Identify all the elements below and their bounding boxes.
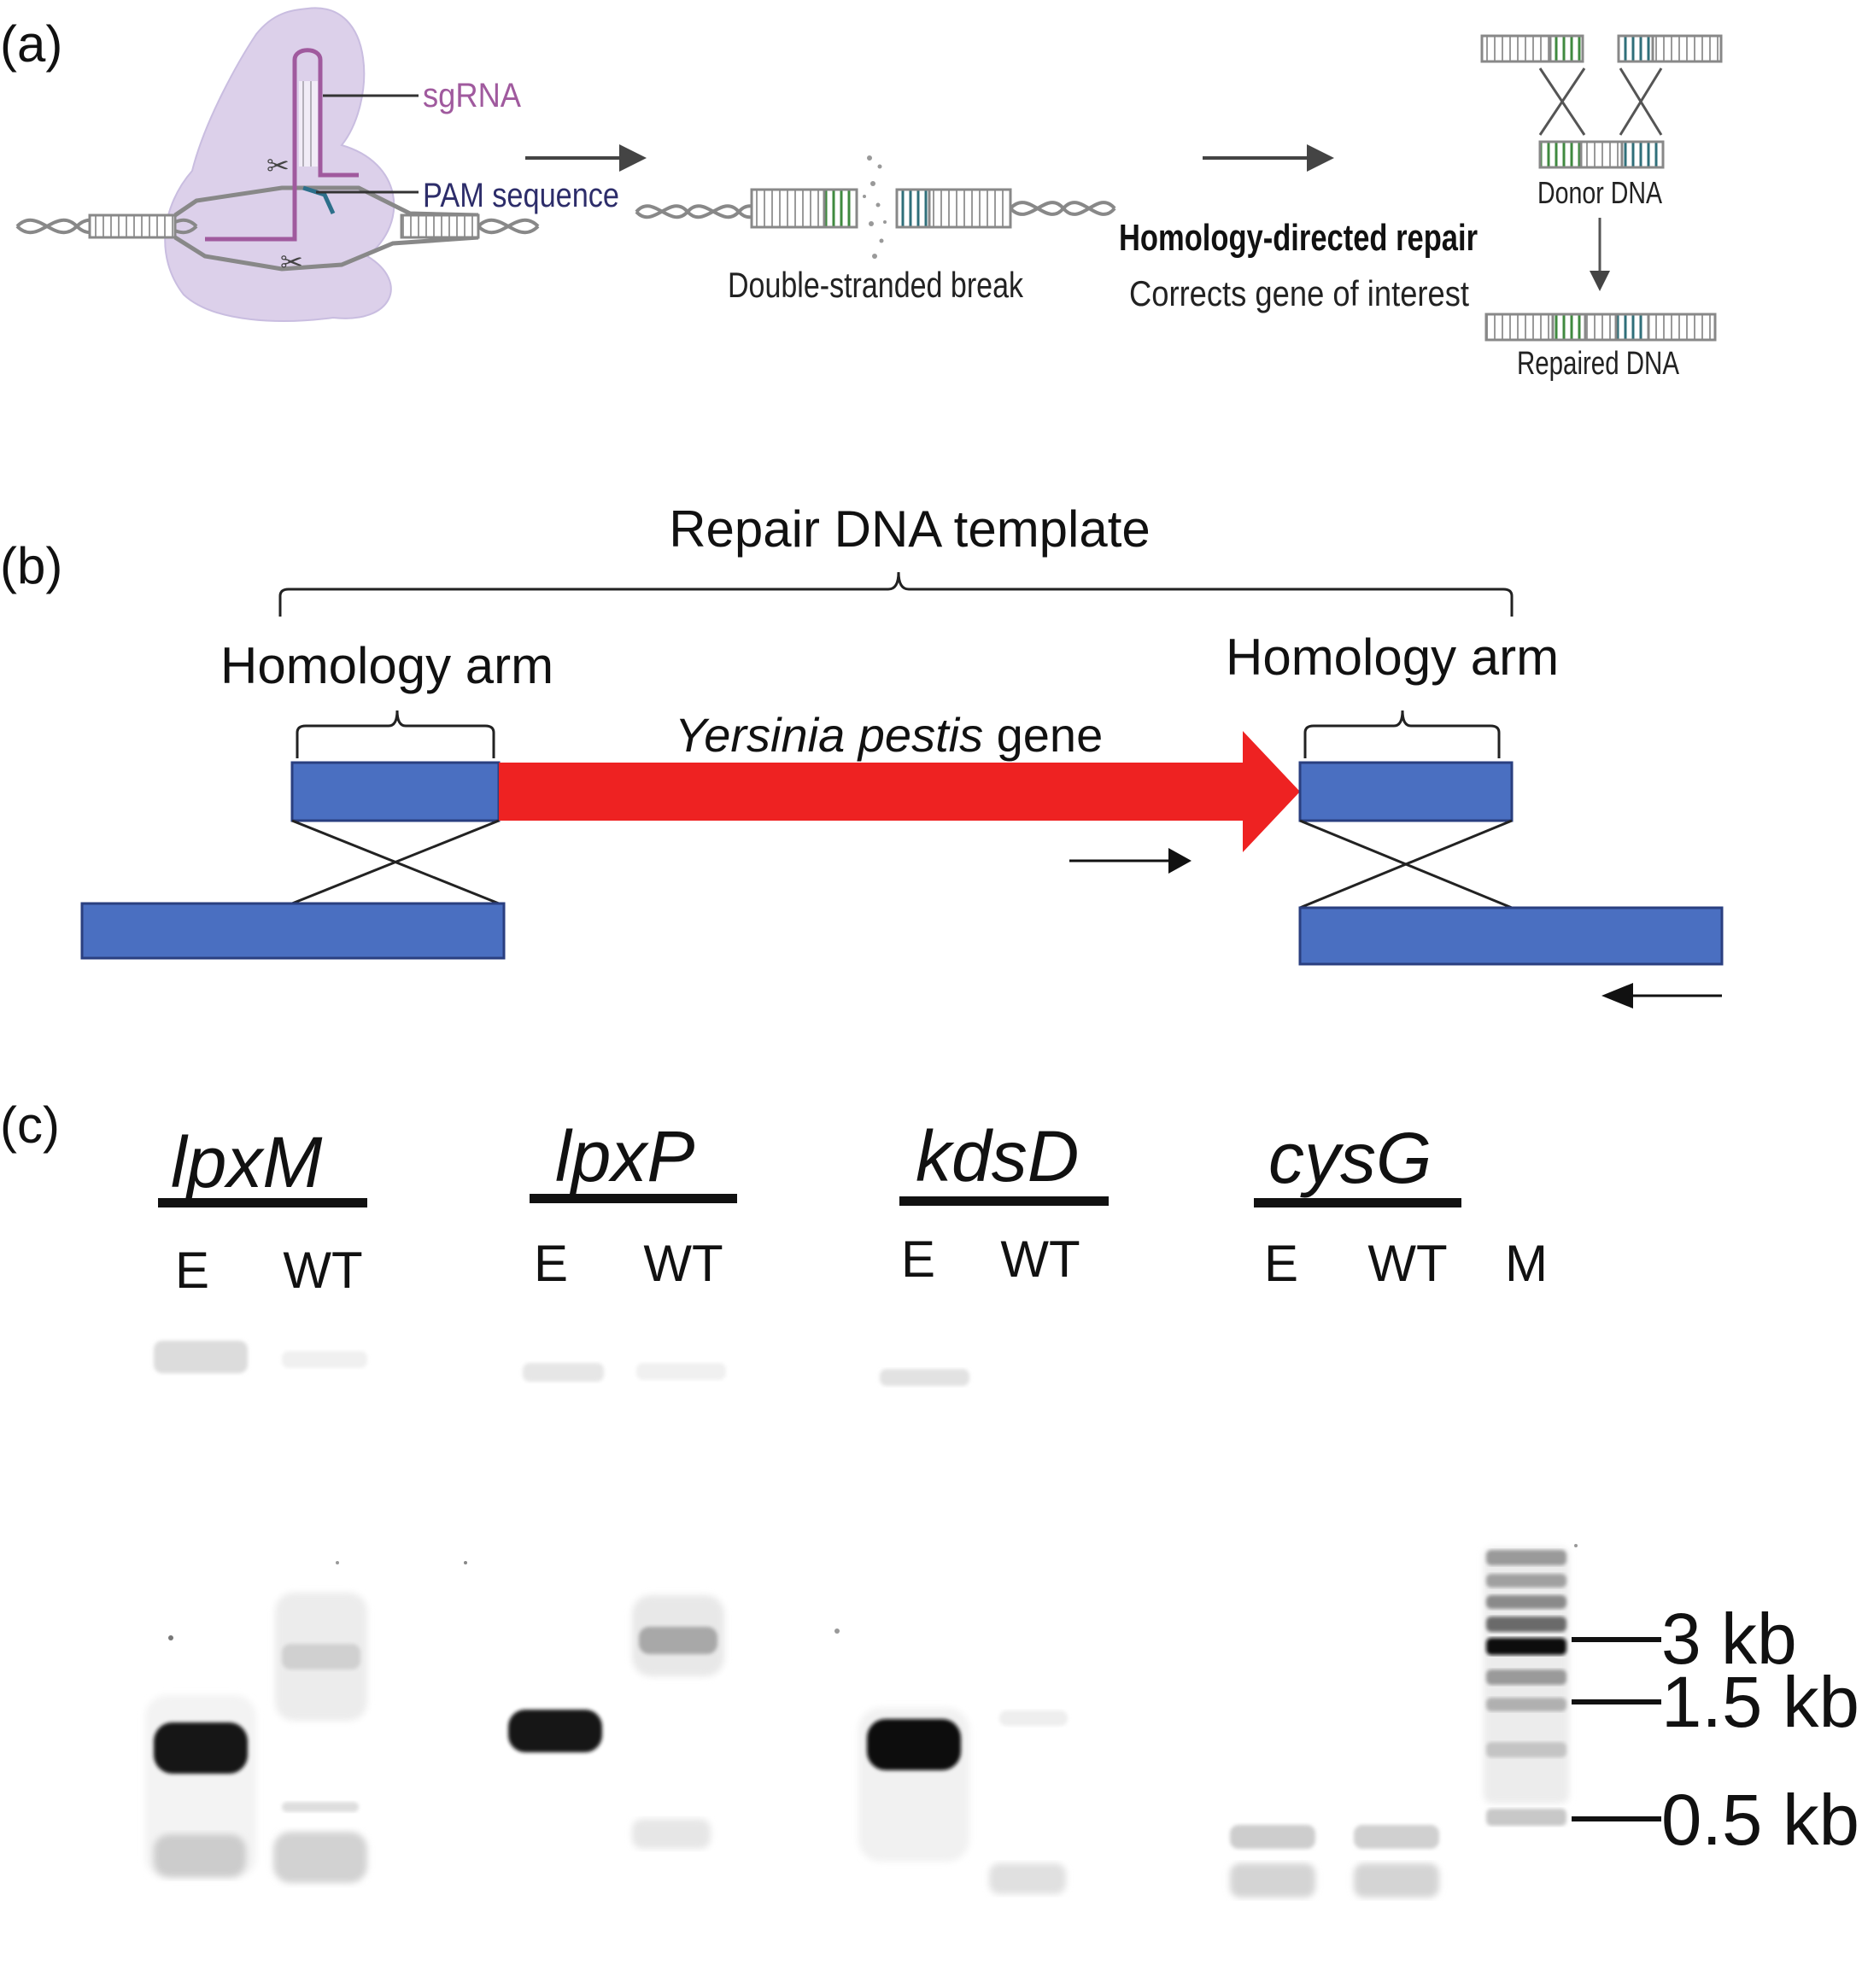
scissors-icon-top: ✂ [266,150,290,181]
dna-ladder-right [400,213,480,239]
gene-species: Yersinia pestis [675,708,983,762]
gene-name-cysG: cysG [1268,1118,1432,1198]
chromosome-left-block [80,902,506,960]
gene-name-kdsD: kdsD [916,1116,1079,1196]
pam-label: PAM sequence [423,177,619,214]
lane-label-7: E [1264,1235,1298,1292]
repair-template-brace [278,571,1514,617]
lane-label-4: WT [643,1235,723,1292]
chromosome-right-block [1298,906,1724,966]
crossover-right-line-2 [1299,819,1513,909]
cas9-protein-shape [164,7,395,322]
panel-c-label: (c) [0,1096,60,1154]
sgrna-stem [299,81,318,167]
donor-dna-label: Donor DNA [1537,175,1662,210]
panel-b-label: (b) [0,537,62,594]
dsb-dna [635,155,1116,259]
gene-underline-cysG [1254,1198,1461,1207]
homology-arm-right-label: Homology arm [1226,629,1559,686]
agarose-gel-image [145,1341,1578,1897]
gene-name-lpxM: lpxM [171,1122,322,1202]
yersinia-gene-arrow [499,731,1300,852]
homology-arm-left-brace [296,710,495,758]
hdr-title: Homology-directed repair [1119,217,1478,259]
dna-ladder-left [88,213,177,239]
forward-primer-arrowhead [1168,848,1192,874]
gene-underline-lpxP [530,1194,737,1203]
marker-label-3kb: 3 kb [1661,1599,1797,1679]
lane-label-1: E [175,1242,209,1299]
scissors-icon-bottom: ✂ [280,247,303,278]
dsb-label: Double-stranded break [728,265,1024,305]
gene-label: Yersinia pestis gene [675,708,1103,762]
homology-arm-left-label: Homology arm [220,637,553,694]
dna-helix-right-2 [477,218,540,235]
homology-arm-right-brace [1303,710,1501,758]
gene-word: gene [983,708,1103,762]
sgrna-strand [205,48,359,242]
lane-label-3: E [534,1235,568,1292]
repair-template-label: Repair DNA template [669,500,1151,558]
dna-bottom-strand [173,235,479,272]
marker-label-0-5kb: 0.5 kb [1661,1780,1859,1860]
panel-a-label: (a) [0,15,62,73]
gene-underline-kdsD [899,1196,1109,1206]
dna-top-strand [173,185,479,218]
pam-mark [302,185,336,215]
homology-arm-left-block [290,761,501,822]
sgrna-label: sgRNA [423,77,521,114]
repaired-dna-schematic [1484,313,1717,342]
gene-underline-lpxM [158,1198,367,1207]
marker-label-1-5kb: 1.5 kb [1661,1662,1859,1742]
donor-dna-schematic [1480,34,1723,169]
homology-arm-right-block [1298,761,1514,822]
lane-label-9: M [1505,1235,1548,1292]
repaired-dna-label: Repaired DNA [1517,346,1680,382]
lane-label-5: E [901,1231,935,1288]
lane-label-6: WT [1000,1231,1080,1288]
hdr-subtitle: Corrects gene of interest [1129,273,1469,313]
lane-label-8: WT [1367,1235,1447,1292]
lane-label-2: WT [283,1242,362,1299]
crossover-left-line-2 [291,819,500,905]
gene-name-lpxP: lpxP [555,1116,694,1196]
reverse-primer-arrowhead [1601,983,1633,1009]
